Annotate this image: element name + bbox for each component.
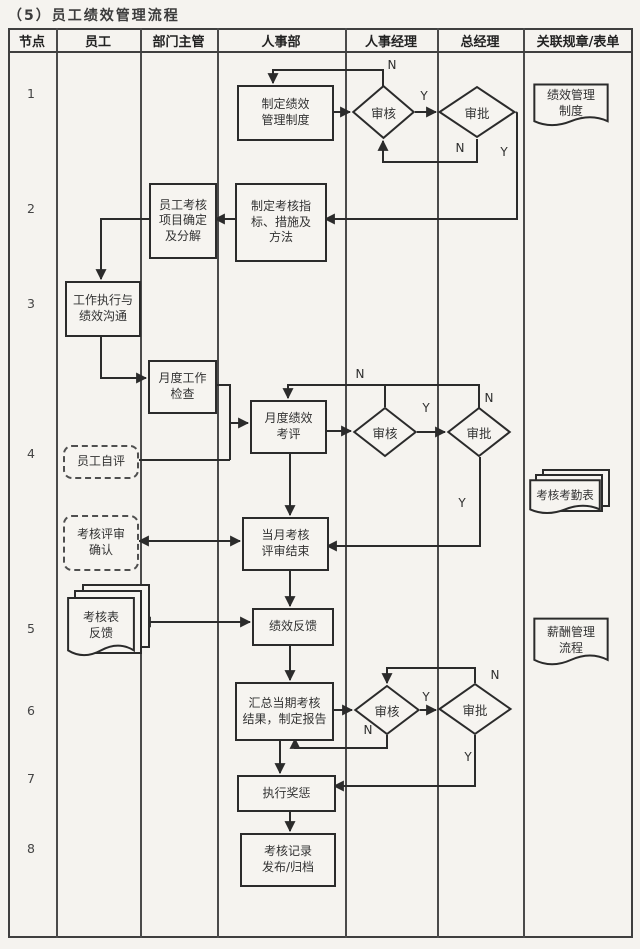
page-title: （5）员工绩效管理流程 xyxy=(8,8,180,24)
grid-vline xyxy=(437,28,439,938)
decision-approve-row4: 审批 xyxy=(447,407,511,457)
step-rewards-punishments: 执行奖惩 xyxy=(237,775,336,812)
diamond-shape xyxy=(438,86,516,138)
branch-label-yes: Y xyxy=(422,401,430,415)
step-work-execution: 工作执行与 绩效沟通 xyxy=(65,281,141,337)
document-shape: 考核考勤表 xyxy=(528,479,602,519)
branch-label-yes: Y xyxy=(464,750,472,764)
branch-label-yes: Y xyxy=(420,89,428,103)
column-header-related-docs: 关联规章/表单 xyxy=(536,34,620,50)
column-header-node: 节点 xyxy=(18,34,45,50)
document-shape xyxy=(66,596,136,664)
column-header-hr-dept: 人事部 xyxy=(261,34,301,50)
step-define-indicators: 制定考核指 标、措施及 方法 xyxy=(235,183,327,262)
decision-approve-row6: 审批 xyxy=(438,683,512,735)
decision-review-row1: 审核 xyxy=(352,85,415,139)
node-number-2: 2 xyxy=(27,201,35,216)
step-self-eval: 员工自评 xyxy=(63,445,139,479)
document-shape: 考核表 反馈 xyxy=(66,596,136,664)
diamond-shape xyxy=(354,685,420,735)
step-month-end-review: 当月考核 评审结束 xyxy=(242,517,329,571)
grid-vline xyxy=(523,28,525,938)
branch-label-no: N xyxy=(490,668,500,682)
step-review-confirm: 考核评审 确认 xyxy=(63,515,139,571)
step-summarize-results: 汇总当期考核 结果，制定报告 xyxy=(235,682,334,741)
node-number-6: 6 xyxy=(27,703,35,718)
diamond-shape xyxy=(438,683,512,735)
branch-label-no: N xyxy=(484,391,494,405)
grid-vline xyxy=(217,28,219,938)
step-monthly-eval: 月度绩效 考评 xyxy=(250,400,327,454)
column-header-gm: 总经理 xyxy=(460,34,500,50)
document-shape xyxy=(532,617,610,672)
grid-vline xyxy=(56,28,58,938)
node-number-7: 7 xyxy=(27,771,35,786)
decision-review-row6: 审核 xyxy=(354,685,420,735)
diamond-shape xyxy=(353,407,417,457)
doc-salary-process: 薪酬管理 流程 xyxy=(532,617,610,672)
document-shape xyxy=(532,83,610,132)
diamond-shape xyxy=(352,85,415,139)
branch-label-no: N xyxy=(355,367,365,381)
node-number-4: 4 xyxy=(27,446,35,461)
diamond-shape xyxy=(447,407,511,457)
document-shape xyxy=(528,479,602,519)
doc-feedback-forms: 考核表 反馈 xyxy=(66,584,150,666)
branch-label-no: N xyxy=(387,58,397,72)
decision-review-row4: 审核 xyxy=(353,407,417,457)
branch-label-yes: Y xyxy=(422,690,430,704)
table-border xyxy=(8,28,633,938)
step-monthly-check: 月度工作 检查 xyxy=(148,360,217,414)
column-header-employee: 员工 xyxy=(84,34,111,50)
step-perf-feedback: 绩效反馈 xyxy=(252,608,334,646)
node-number-1: 1 xyxy=(27,86,35,101)
decision-approve-row1: 审批 xyxy=(438,86,516,138)
grid-vline xyxy=(140,28,142,938)
branch-label-no: N xyxy=(363,723,373,737)
branch-label-yes: Y xyxy=(458,496,466,510)
header-divider xyxy=(8,51,633,53)
step-records-archive: 考核记录 发布/归档 xyxy=(240,833,336,887)
branch-label-yes: Y xyxy=(500,145,508,159)
node-number-3: 3 xyxy=(27,296,35,311)
step-define-perf-system: 制定绩效 管理制度 xyxy=(237,85,334,141)
doc-attendance-sheet: 考核考勤表 xyxy=(528,469,614,521)
node-number-8: 8 xyxy=(27,841,35,856)
branch-label-no: N xyxy=(455,141,465,155)
node-number-5: 5 xyxy=(27,621,35,636)
step-assessment-items: 员工考核 项目确定 及分解 xyxy=(149,183,217,259)
doc-perf-system: 绩效管理 制度 xyxy=(532,83,610,132)
grid-vline xyxy=(345,28,347,938)
column-header-dept-supervisor: 部门主管 xyxy=(152,34,205,50)
column-header-hr-manager: 人事经理 xyxy=(364,34,417,50)
